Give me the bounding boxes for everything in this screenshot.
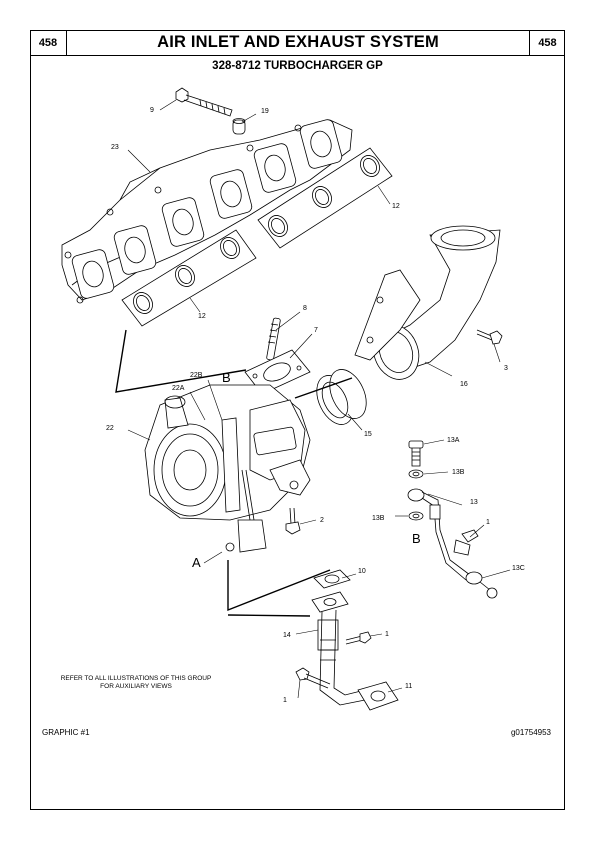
exhaust-elbow — [354, 225, 501, 380]
view-label-b-bottom: B — [412, 531, 421, 546]
oil-supply-tube — [407, 488, 471, 581]
refer-note: REFER TO ALL ILLUSTRATIONS OF THIS GROUP… — [60, 675, 212, 690]
callout-1-flange: 1 — [283, 697, 287, 704]
callout-8: 8 — [303, 305, 307, 312]
callout-12-lower: 12 — [198, 313, 206, 320]
sealing-washer-upper — [408, 469, 424, 479]
exploded-parts-diagram: 9 19 23 12 12 8 7 3 16 15 22B 22A 22 2 1… — [61, 87, 525, 711]
turbocharger — [144, 384, 311, 553]
callout-13a: 13A — [447, 437, 460, 444]
elbow-bolt — [476, 329, 503, 345]
callout-7: 7 — [314, 327, 318, 334]
graphic-label: GRAPHIC #1 — [42, 728, 90, 737]
section-title: AIR INLET AND EXHAUST SYSTEM — [67, 30, 529, 56]
callout-3: 3 — [504, 365, 508, 372]
callout-22: 22 — [106, 425, 114, 432]
callout-22b: 22B — [190, 372, 203, 379]
callout-19: 19 — [261, 108, 269, 115]
v-band-clamp — [316, 369, 367, 425]
page-frame — [30, 30, 565, 810]
alignment-lines — [115, 329, 353, 617]
callout-12-upper: 12 — [392, 203, 400, 210]
banjo-bolt — [408, 440, 424, 467]
stud — [266, 317, 281, 361]
drain-gasket — [313, 569, 351, 589]
page-header: 458 AIR INLET AND EXHAUST SYSTEM 458 — [30, 30, 565, 56]
page-number-right: 458 — [529, 30, 565, 56]
callout-14: 14 — [283, 632, 291, 639]
turbo-mount-bolt — [285, 507, 301, 535]
manifold-gasket-upper — [257, 147, 393, 249]
callout-13b-lower: 13B — [372, 515, 385, 522]
flange-bolt — [295, 667, 331, 689]
graphic-id: g01754953 — [510, 728, 551, 737]
drain-bolt — [345, 631, 372, 645]
callout-13: 13 — [470, 499, 478, 506]
callout-13b-upper: 13B — [452, 469, 465, 476]
drain-flange-gasket — [357, 681, 399, 711]
manifold-gasket-lower — [121, 229, 257, 327]
oil-drain-tube — [311, 591, 366, 706]
callout-10: 10 — [358, 568, 366, 575]
callout-9: 9 — [150, 107, 154, 114]
spacer-sleeve — [232, 118, 246, 135]
exhaust-manifold — [61, 119, 353, 304]
tube-fitting — [465, 571, 498, 599]
callout-11: 11 — [405, 683, 412, 690]
group-title: 328-8712 TURBOCHARGER GP — [212, 60, 383, 72]
callout-1-drain: 1 — [385, 631, 389, 638]
callout-16: 16 — [460, 381, 468, 388]
clip-bolt — [461, 529, 479, 543]
page-number-left: 458 — [30, 30, 67, 56]
callout-15: 15 — [364, 431, 372, 438]
callout-22a: 22A — [172, 385, 185, 392]
leader-lines — [127, 99, 511, 699]
sealing-washer-lower — [408, 511, 424, 521]
view-label-b-top: B — [222, 370, 231, 385]
callout-1-tube: 1 — [486, 519, 490, 526]
callout-13c: 13C — [512, 565, 525, 572]
callout-23: 23 — [111, 144, 119, 151]
view-a-leader — [203, 551, 223, 564]
view-label-a: A — [192, 555, 201, 570]
callout-2: 2 — [320, 517, 324, 524]
manifold-bolt — [175, 87, 233, 117]
